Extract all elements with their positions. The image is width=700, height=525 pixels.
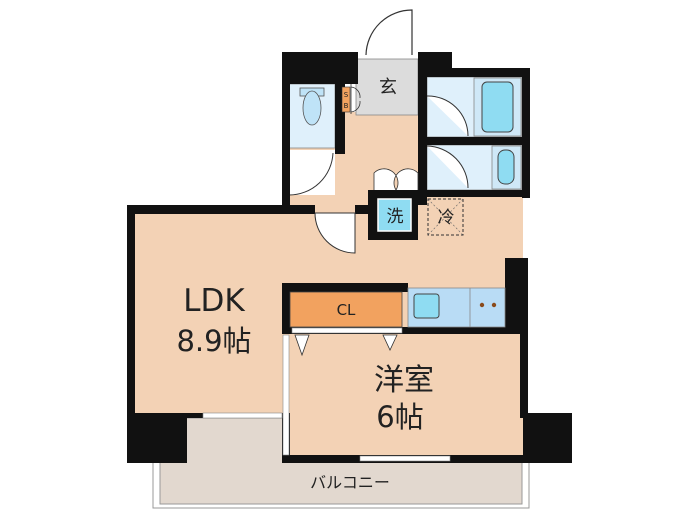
washer-label: 洗 (387, 207, 404, 227)
closet-sliding-doors (291, 327, 403, 334)
wash-basin (497, 149, 515, 185)
western-room (288, 330, 523, 458)
shoe-box (341, 86, 351, 113)
shoe-box-doors (350, 84, 361, 114)
closet (289, 291, 403, 328)
entrance-door-swing (365, 9, 413, 56)
toilet-bowl (302, 90, 322, 126)
ldk-door-swing (314, 212, 356, 254)
fridge-label: 冷 (438, 208, 455, 228)
washing-machine (377, 198, 412, 232)
stove-burner-icon (479, 302, 485, 308)
fridge-cross (427, 198, 464, 236)
entrance-label: 玄 (379, 77, 397, 98)
ldk-window (202, 412, 283, 419)
western-room-size: 6帖 (376, 400, 423, 434)
bathtub-basin (481, 81, 514, 133)
ldk-name: LDK (183, 283, 245, 319)
fridge-space (427, 198, 464, 236)
closet-door-markers (294, 334, 398, 357)
entrance-genkan (355, 58, 419, 116)
closet-label: CL (337, 301, 356, 319)
bath-door-swing (426, 95, 469, 137)
toilet-door-swing (288, 152, 334, 196)
balcony-label: バルコニー (310, 473, 390, 492)
shoe-box-label-b: B (344, 102, 349, 110)
kitchen-sink (413, 293, 440, 319)
washer-doors (373, 168, 419, 191)
western-room-name: 洋室 (374, 363, 434, 398)
bath-divider (427, 137, 522, 145)
western-room-sliding-door (282, 334, 290, 456)
stove-burner-icon (491, 302, 497, 308)
western-room-window (359, 455, 451, 462)
washroom-door-swing (426, 145, 469, 189)
ldk-size: 8.9帖 (176, 324, 251, 358)
shoe-box-label-s: S (344, 91, 349, 99)
